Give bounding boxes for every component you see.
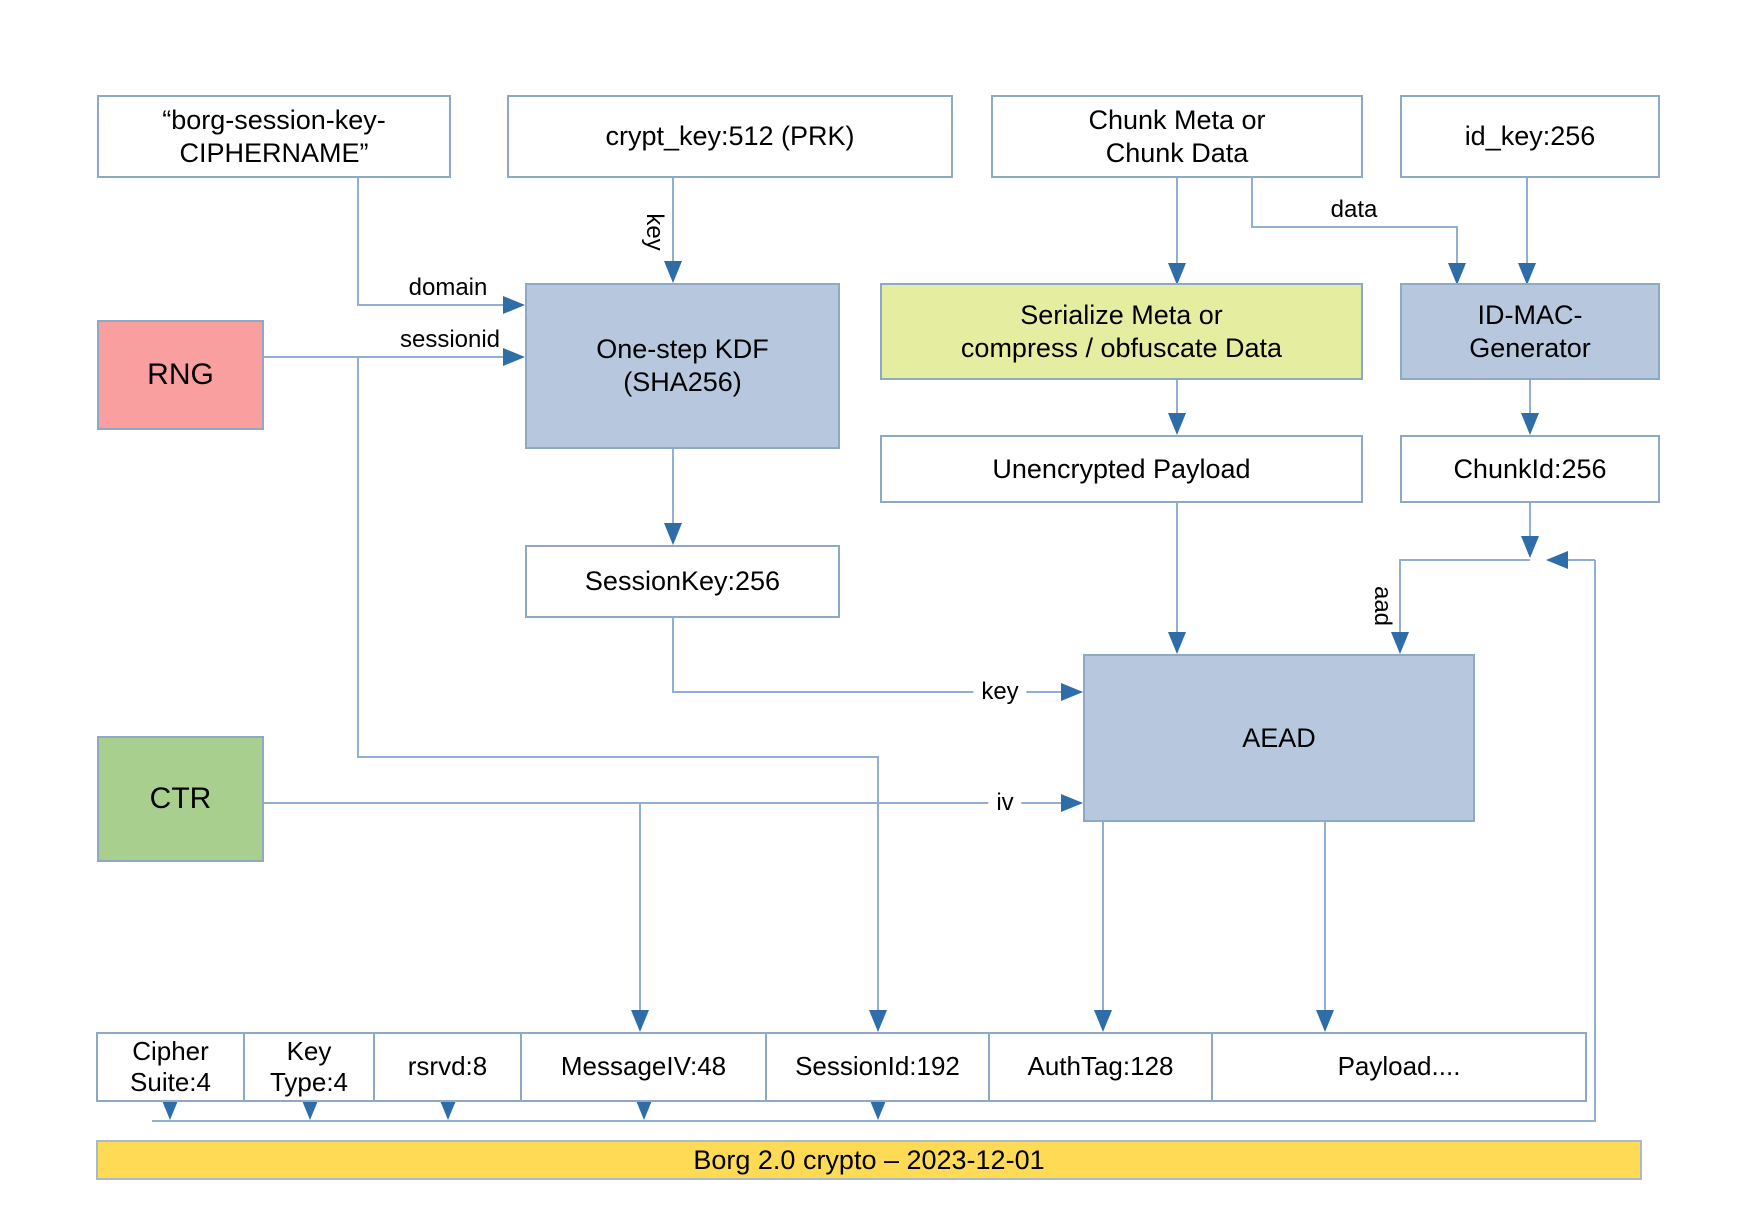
edge-label-sessionid: sessionid: [399, 326, 501, 353]
field-cipher-suite: Cipher Suite:4: [96, 1032, 245, 1102]
edge-header-bus: [152, 560, 1596, 1122]
node-rng: RNG: [97, 320, 264, 430]
edge-label-data: data: [1322, 196, 1386, 224]
edge-label-key-to-aead: key: [973, 678, 1027, 706]
node-id-key: id_key:256: [1400, 95, 1660, 178]
node-ctr: CTR: [97, 736, 264, 862]
node-serialize-compress: Serialize Meta or compress / obfuscate D…: [880, 283, 1363, 380]
node-unencrypted-payload: Unencrypted Payload: [880, 435, 1363, 503]
node-chunk-id: ChunkId:256: [1400, 435, 1660, 503]
node-id-mac-generator: ID-MAC- Generator: [1400, 283, 1660, 380]
edge-sessionkey-to-aead-key: [672, 618, 1083, 701]
node-session-key: SessionKey:256: [525, 545, 840, 618]
node-one-step-kdf: One-step KDF (SHA256): [525, 283, 840, 449]
field-auth-tag: AuthTag:128: [988, 1032, 1213, 1102]
edge-domain-line: [357, 178, 525, 314]
edge-label-iv: iv: [988, 789, 1022, 817]
title-banner: Borg 2.0 crypto – 2023-12-01: [96, 1140, 1642, 1180]
edge-chunkmeta-data-to-idmac: [1251, 178, 1466, 285]
node-crypt-key: crypt_key:512 (PRK): [507, 95, 953, 178]
edge-junction-to-aead-aad: [1391, 559, 1530, 654]
field-key-type: Key Type:4: [243, 1032, 375, 1102]
field-message-iv: MessageIV:48: [520, 1032, 767, 1102]
field-rsrvd: rsrvd:8: [373, 1032, 522, 1102]
edge-rng-to-sessionid-field: [357, 357, 887, 1032]
edge-label-key-to-kdf: key: [641, 213, 668, 251]
field-payload: Payload....: [1211, 1032, 1587, 1102]
edge-label-aad: aad: [1369, 585, 1396, 627]
node-borg-session-key-constant: “borg-session-key- CIPHERNAME”: [97, 95, 451, 178]
field-session-id: SessionId:192: [765, 1032, 990, 1102]
edge-label-domain: domain: [408, 274, 488, 301]
node-chunk-meta-or-data: Chunk Meta or Chunk Data: [991, 95, 1363, 178]
node-aead: AEAD: [1083, 654, 1475, 822]
